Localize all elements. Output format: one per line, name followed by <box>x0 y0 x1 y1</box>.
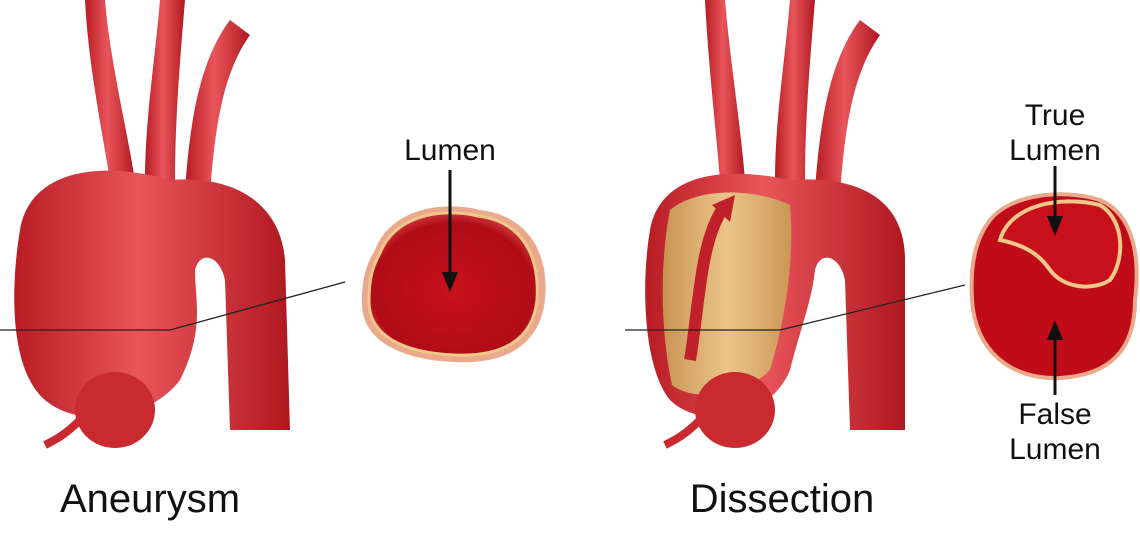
false-lumen-label-line1: False <box>1018 398 1091 431</box>
aneurysm-aorta <box>14 0 291 449</box>
true-lumen-label-line1: True <box>1025 99 1086 132</box>
lumen-label: Lumen <box>404 134 496 167</box>
dissection-cross-section <box>969 192 1139 381</box>
true-lumen-arrowhead <box>1047 216 1063 236</box>
false-lumen-label-line2: Lumen <box>1009 433 1101 466</box>
left-pointer-line <box>0 281 346 331</box>
true-lumen-label-line2: Lumen <box>1009 134 1101 167</box>
aneurysm-cross-section <box>361 206 546 363</box>
right-pointer-line <box>625 284 966 331</box>
true-lumen <box>997 199 1123 289</box>
lumen-arrowhead <box>442 272 458 292</box>
aneurysm-title: Aneurysm <box>60 477 240 521</box>
tear-arrow <box>684 201 731 361</box>
dissection-title: Dissection <box>690 477 875 521</box>
false-lumen-arrowhead <box>1047 320 1063 340</box>
dissection-aorta <box>645 0 905 449</box>
